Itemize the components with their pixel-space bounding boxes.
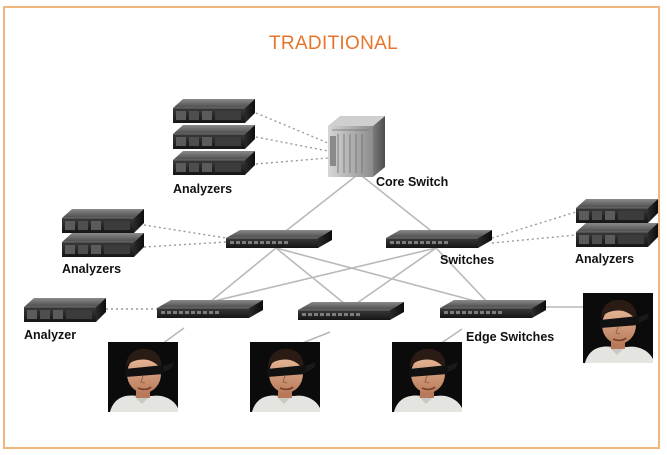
analyzer-single	[23, 297, 107, 323]
analyzer-top-1	[172, 98, 256, 124]
switch-left	[225, 229, 333, 249]
edge-switch-3	[439, 299, 547, 319]
core-switch-icon	[328, 116, 385, 177]
analyzer-top-2	[172, 124, 256, 150]
analyzer-left-2	[61, 232, 145, 258]
edge-switches-label: Edge Switches	[466, 330, 555, 344]
edge-switch-2	[297, 301, 405, 321]
analyzer-left-1	[61, 208, 145, 234]
analyzer-right-1	[575, 198, 659, 224]
dotted-links	[106, 112, 577, 310]
diagram-title: TRADITIONAL	[269, 33, 398, 54]
analyzers-top-label: Analyzers	[173, 182, 233, 196]
analyzer-right-2	[575, 222, 659, 248]
link-core-to-switch-left	[281, 175, 357, 235]
user-photo-4	[582, 292, 654, 364]
analyzers-left-label: Analyzers	[62, 262, 122, 276]
user-photo-1	[107, 341, 179, 413]
analyzer-single-label: Analyzer	[24, 328, 77, 342]
edge-switch-1	[156, 299, 264, 319]
user-photo-3	[391, 341, 463, 413]
link-core-to-switch-right	[361, 175, 436, 235]
switches-label: Switches	[440, 253, 495, 267]
diagram-frame	[3, 6, 660, 449]
switch-right	[385, 229, 493, 249]
analyzers-right-label: Analyzers	[575, 252, 635, 266]
core-switch-label: Core Switch	[376, 175, 449, 189]
user-photo-2	[249, 341, 321, 413]
analyzer-top-3	[172, 150, 256, 176]
